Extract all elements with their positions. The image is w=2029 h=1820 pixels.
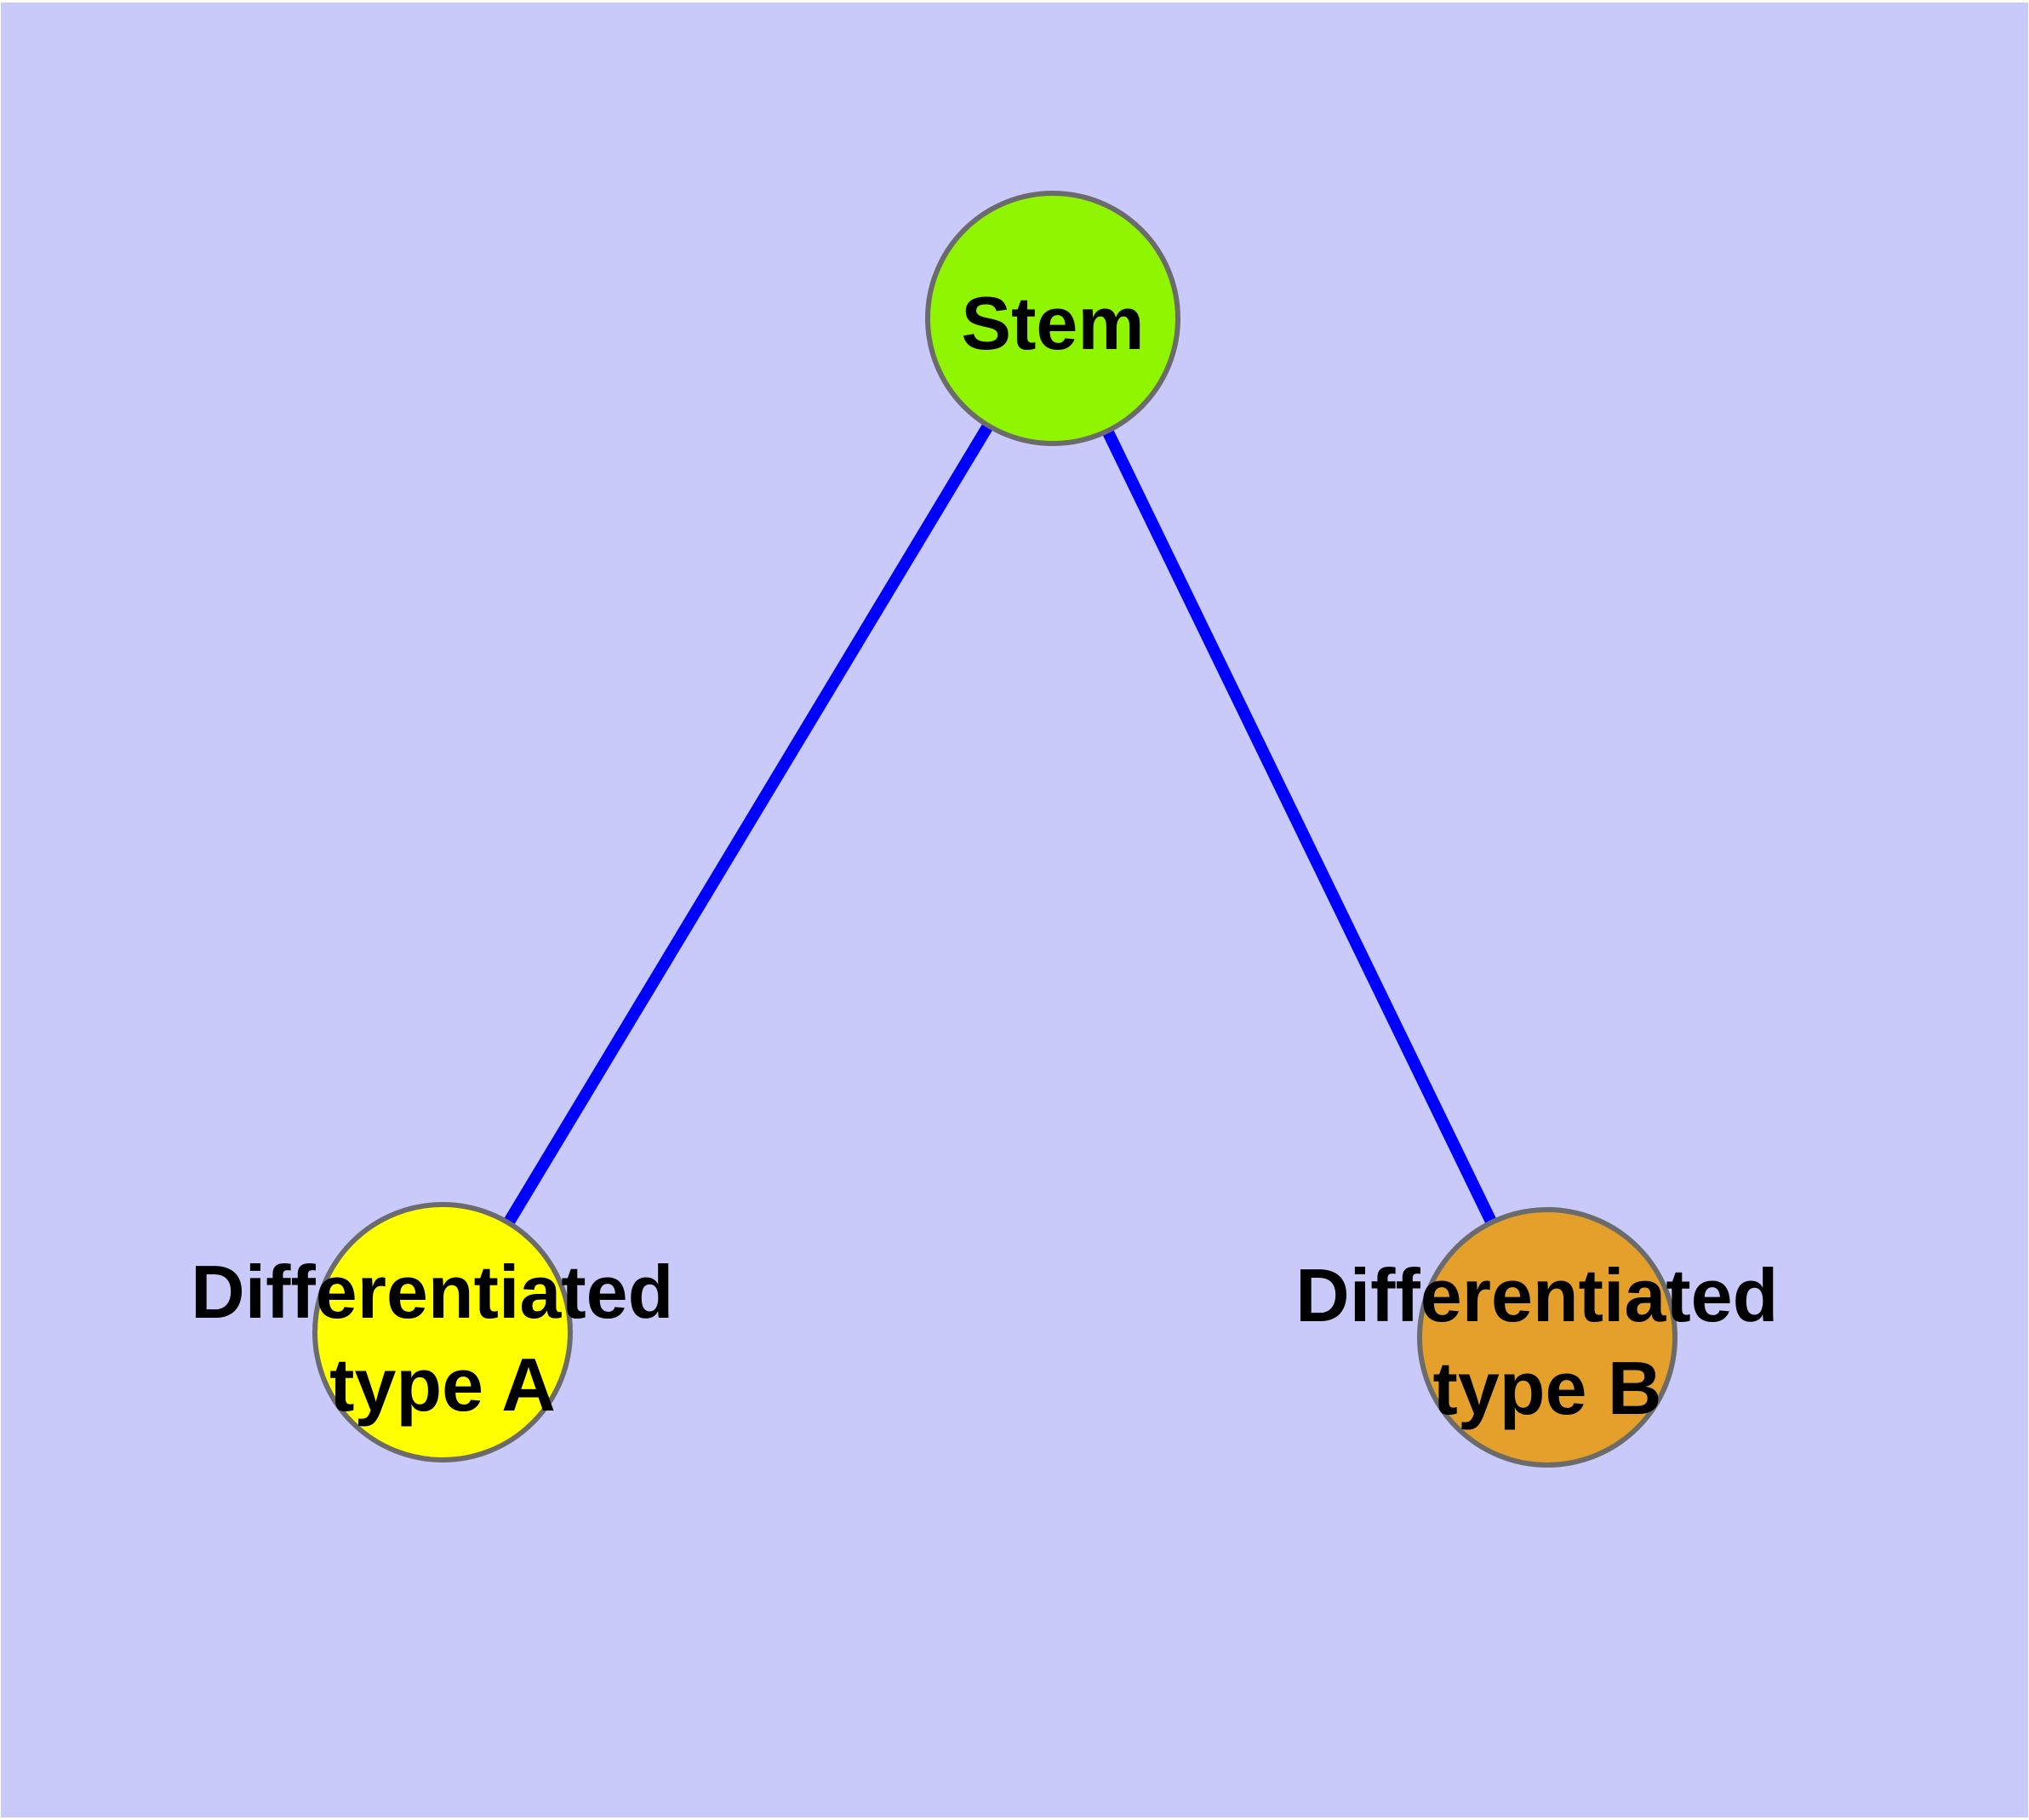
label-layer: Stem Differentiated type A Differentiate… <box>191 281 1799 1430</box>
edge-stem-to-type-b <box>1047 315 1553 1341</box>
node-stem-label: Stem <box>961 281 1144 365</box>
node-layer <box>312 191 1677 1468</box>
node-type-b-label: Differentiated type B <box>1295 1253 1799 1430</box>
node-type-a-label-line2: type A <box>329 1342 556 1427</box>
node-type-a-label: Differentiated type A <box>191 1250 694 1427</box>
node-type-b-circle <box>1417 1207 1677 1468</box>
edge-layer <box>437 315 1553 1341</box>
edge-stem-to-type-a <box>437 315 1058 1336</box>
node-stem-circle <box>925 191 1180 446</box>
node-type-a-circle <box>312 1202 573 1462</box>
node-type-b-label-line2: type B <box>1433 1346 1662 1430</box>
node-type-a-label-line1: Differentiated <box>191 1250 673 1334</box>
node-type-b-label-line1: Differentiated <box>1295 1253 1778 1337</box>
